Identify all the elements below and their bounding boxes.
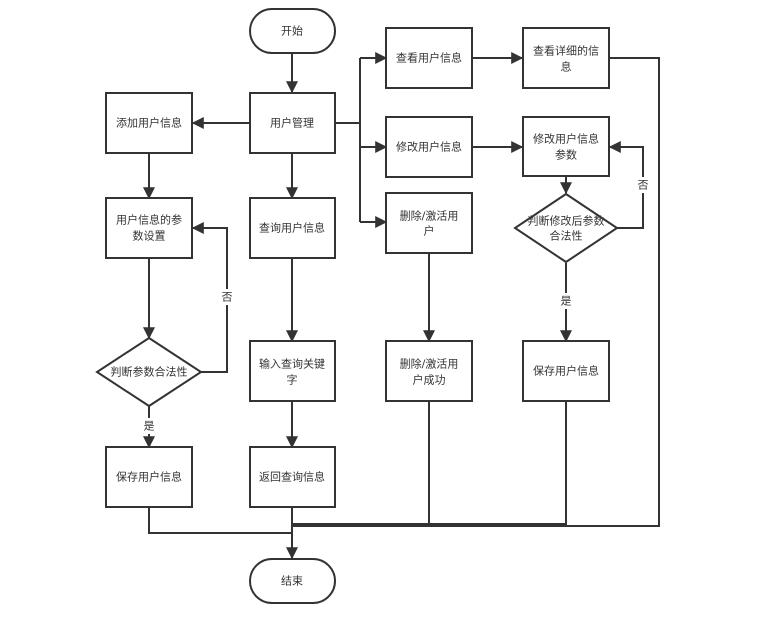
return-query-label: 返回查询信息 bbox=[259, 470, 325, 484]
end-node: 结束 bbox=[249, 558, 336, 604]
edge-label-left-yes: 是 bbox=[144, 420, 155, 433]
view-detail-node: 查看详细的信 息 bbox=[522, 27, 610, 89]
save-user-right-label: 保存用户信息 bbox=[533, 364, 599, 378]
save-user-right-node: 保存用户信息 bbox=[522, 340, 610, 402]
delete-success-label-line2: 户成功 bbox=[413, 373, 446, 387]
delete-success-label-line1: 删除/激活用 bbox=[400, 357, 459, 371]
edge-label-right-yes: 是 bbox=[561, 295, 572, 308]
input-keyword-label-line2: 字 bbox=[287, 373, 298, 387]
edge-label-right-no: 否 bbox=[638, 179, 649, 192]
judge-modified-label-line1: 判断修改后参数 bbox=[528, 214, 605, 228]
modify-user-label: 修改用户信息 bbox=[396, 140, 462, 154]
view-user-node: 查看用户信息 bbox=[385, 27, 473, 89]
judge-params-decision: 判断参数合法性 bbox=[95, 336, 203, 408]
end-node-label: 结束 bbox=[281, 575, 303, 588]
modify-params-label-line1: 修改用户信息 bbox=[533, 132, 599, 146]
view-user-label: 查看用户信息 bbox=[396, 51, 462, 65]
return-query-node: 返回查询信息 bbox=[249, 446, 336, 508]
edge-save-right-to-end bbox=[292, 401, 567, 525]
modify-user-node: 修改用户信息 bbox=[385, 116, 473, 178]
judge-params-label: 判断参数合法性 bbox=[111, 365, 188, 379]
add-user-node: 添加用户信息 bbox=[105, 92, 193, 154]
add-user-label: 添加用户信息 bbox=[116, 116, 182, 130]
delete-activate-label-line1: 删除/激活用 bbox=[400, 209, 459, 223]
param-setting-label-line2: 数设置 bbox=[133, 230, 166, 243]
param-setting-node: 用户信息的参 数设置 bbox=[105, 197, 193, 259]
view-detail-label-line1: 查看详细的信 bbox=[533, 44, 599, 58]
save-user-left-node: 保存用户信息 bbox=[105, 446, 193, 508]
edge-label-left-no: 否 bbox=[222, 291, 233, 304]
modify-params-label-line2: 参数 bbox=[555, 148, 577, 162]
edge-user-mgmt-branch-trunk bbox=[335, 58, 361, 222]
judge-modified-label-line2: 合法性 bbox=[550, 229, 583, 243]
modify-params-node: 修改用户信息 参数 bbox=[522, 116, 610, 177]
delete-success-node: 删除/激活用 户成功 bbox=[385, 340, 473, 402]
input-keyword-label-line1: 输入查询关键 bbox=[259, 357, 325, 371]
delete-activate-node: 删除/激活用 户 bbox=[385, 192, 473, 254]
edge-view-detail-to-end bbox=[292, 57, 660, 527]
save-user-left-label: 保存用户信息 bbox=[116, 470, 182, 484]
user-management-label: 用户管理 bbox=[270, 116, 314, 130]
delete-activate-label-line2: 户 bbox=[424, 224, 435, 238]
view-detail-label-line2: 息 bbox=[561, 60, 572, 74]
input-keyword-node: 输入查询关键 字 bbox=[249, 340, 336, 402]
judge-modified-decision: 判断修改后参数 合法性 bbox=[513, 192, 619, 264]
query-user-node: 查询用户信息 bbox=[249, 197, 336, 259]
edge-save-left-to-end bbox=[148, 507, 292, 534]
start-node-label: 开始 bbox=[281, 24, 303, 38]
start-node: 开始 bbox=[249, 8, 336, 54]
param-setting-label-line1: 用户信息的参 bbox=[116, 213, 182, 227]
query-user-label: 查询用户信息 bbox=[259, 221, 325, 235]
user-management-node: 用户管理 bbox=[249, 92, 336, 154]
